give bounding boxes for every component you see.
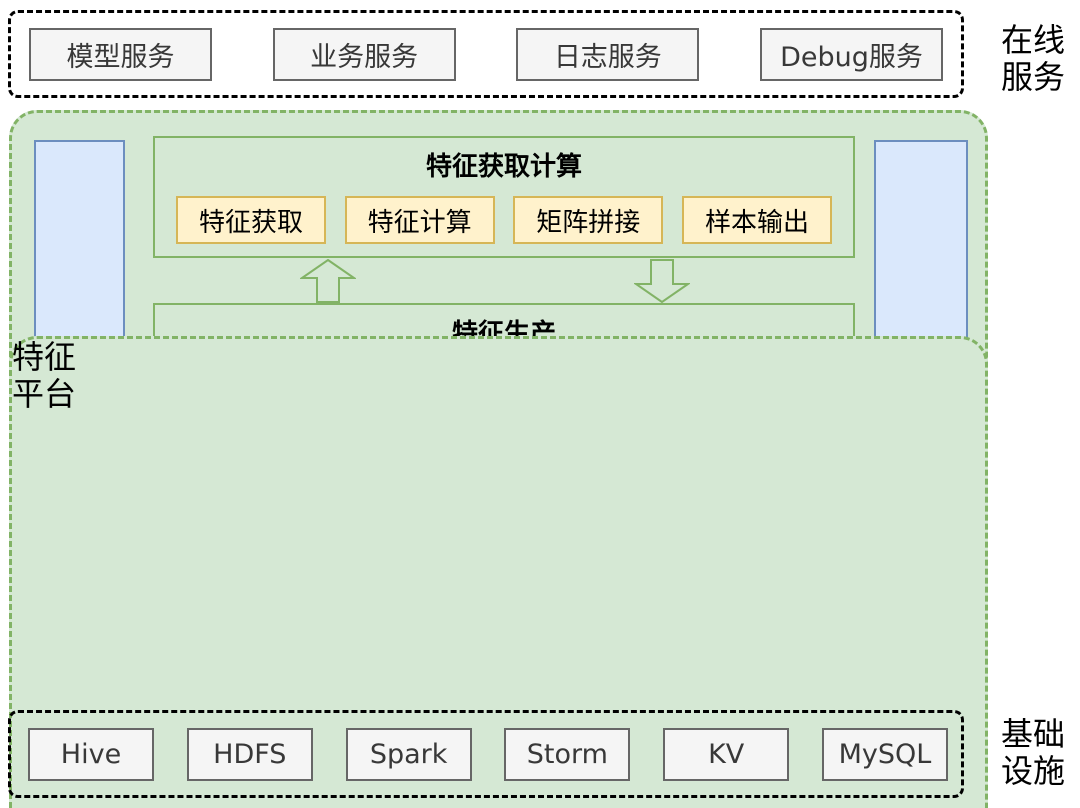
box-feature-fetch: 特征获取 xyxy=(176,196,326,244)
feature-platform-label-line2: 平台 xyxy=(12,375,77,413)
box-model-service: 模型服务 xyxy=(29,27,212,81)
section1-box-row: 特征获取 特征计算 矩阵拼接 样本输出 xyxy=(155,196,853,244)
section-feature-fetch-compute: 特征获取计算 特征获取 特征计算 矩阵拼接 样本输出 xyxy=(153,136,855,258)
box-sample-output: 样本输出 xyxy=(681,196,832,244)
feature-platform-label: 特征 平台 xyxy=(9,336,988,808)
infrastructure-band: Hive HDFS Spark Storm KV MySQL xyxy=(8,710,964,798)
online-services-label-line1: 在线 xyxy=(1001,21,1066,59)
online-services-label-line2: 服务 xyxy=(1001,58,1066,96)
box-hdfs: HDFS xyxy=(186,727,313,781)
box-mysql: MySQL xyxy=(821,727,948,781)
box-spark: Spark xyxy=(345,727,472,781)
infrastructure-label: 基础 设施 xyxy=(1001,716,1065,790)
box-matrix-concat: 矩阵拼接 xyxy=(513,196,664,244)
online-services-band: 模型服务 业务服务 日志服务 Debug服务 xyxy=(8,10,964,98)
section1-title: 特征获取计算 xyxy=(425,152,582,182)
infrastructure-label-line1: 基础 xyxy=(1001,715,1066,753)
infrastructure-label-line2: 设施 xyxy=(1001,752,1066,790)
box-kv: KV xyxy=(663,727,790,781)
box-log-service: 日志服务 xyxy=(516,27,700,81)
down-arrow-icon xyxy=(634,259,690,303)
box-hive: Hive xyxy=(28,727,154,781)
feature-platform-label-line1: 特征 xyxy=(12,338,77,376)
box-debug-service: Debug服务 xyxy=(759,27,943,81)
box-storm: Storm xyxy=(504,727,631,781)
up-arrow-icon xyxy=(300,259,356,303)
online-services-label: 在线 服务 xyxy=(1001,22,1065,96)
box-business-service: 业务服务 xyxy=(272,27,456,81)
box-feature-compute: 特征计算 xyxy=(344,196,495,244)
